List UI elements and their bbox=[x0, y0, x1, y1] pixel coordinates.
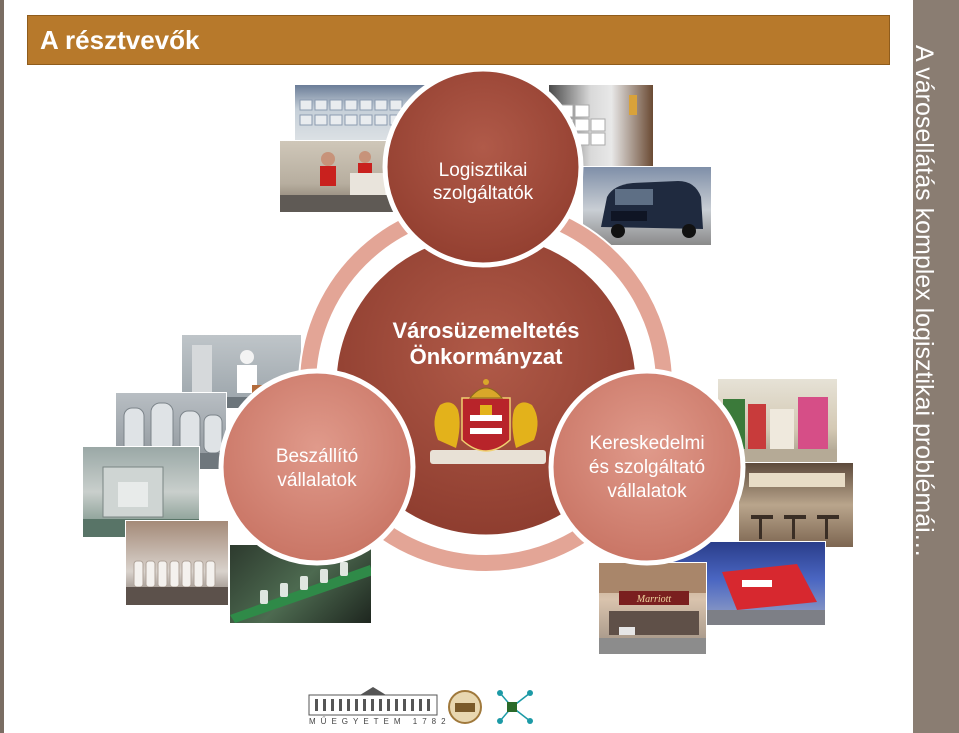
node-logistics-line2: szolgáltatók bbox=[433, 183, 534, 204]
university-name: MŰEGYETEM 1782 bbox=[309, 717, 451, 726]
footer-logos: MŰEGYETEM 1782 bbox=[305, 685, 550, 730]
node-commerce-line3: vállalatok bbox=[607, 481, 687, 502]
title-bar: A résztvevők bbox=[27, 15, 890, 65]
center-circle bbox=[331, 230, 641, 540]
bottling-line-photo bbox=[125, 520, 229, 606]
center-label-line1: Városüzemeltetés bbox=[392, 318, 579, 343]
node-suppliers-line1: Beszállító bbox=[276, 446, 358, 467]
node-logistics-line1: Logisztikai bbox=[439, 160, 528, 181]
vertical-sidebar: A városellátás komplex logisztikai probl… bbox=[913, 0, 959, 733]
conveyor-machinery-photo bbox=[229, 544, 372, 624]
workers-packing-photo bbox=[279, 140, 422, 213]
center-label-line2: Önkormányzat bbox=[410, 344, 563, 369]
storage-boxes-photo bbox=[548, 84, 654, 170]
node-commerce-line2: és szolgáltató bbox=[589, 457, 705, 478]
warehouse-photo bbox=[294, 84, 436, 146]
left-edge-bar bbox=[0, 0, 4, 733]
shop-interior-photo bbox=[717, 378, 838, 463]
outer-ring bbox=[299, 198, 673, 572]
node-commerce bbox=[548, 368, 746, 566]
node-commerce-line1: Kereskedelmi bbox=[589, 433, 704, 454]
university-building-logo-icon bbox=[308, 687, 533, 724]
page-title: A résztvevők bbox=[40, 25, 200, 55]
node-suppliers-line2: vállalatok bbox=[277, 470, 357, 491]
hotel-building-photo: Marriott bbox=[598, 562, 707, 655]
marriott-sign: Marriott bbox=[636, 594, 672, 605]
restaurant-interior-photo bbox=[738, 462, 854, 548]
delivery-van-photo bbox=[582, 166, 712, 246]
sidebar-title: A városellátás komplex logisztikai probl… bbox=[913, 45, 938, 558]
budapest-coat-of-arms-icon bbox=[430, 379, 546, 464]
